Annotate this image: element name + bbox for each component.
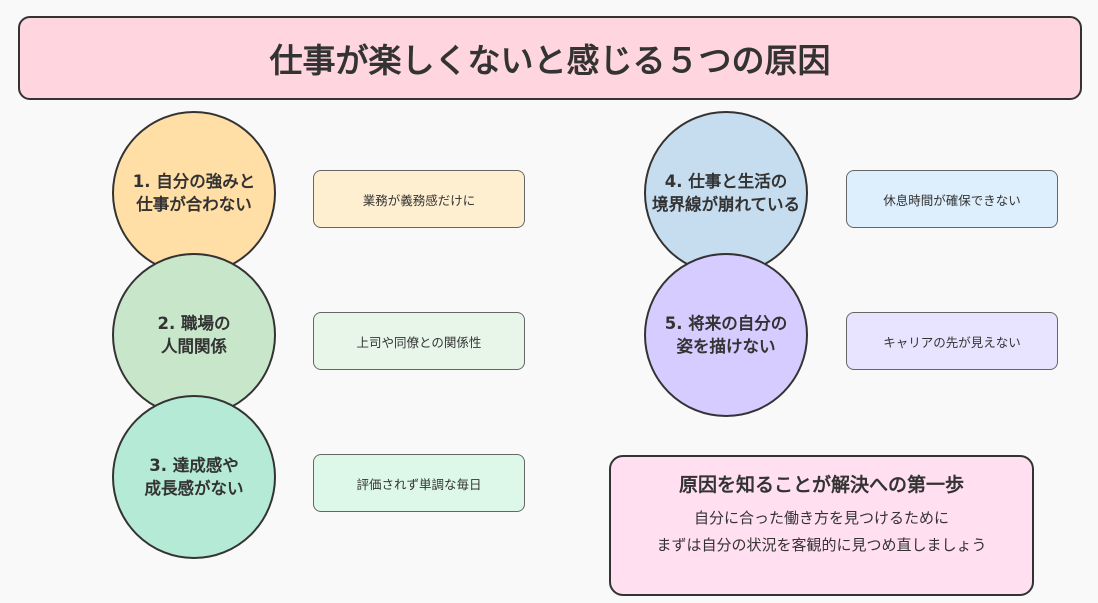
cause-circle-1: 1. 自分の強みと 仕事が合わない (112, 111, 276, 275)
cause-detail-1: 業務が義務感だけに (313, 170, 525, 228)
cause-detail-4: 休息時間が確保できない (846, 170, 1058, 228)
cause-circle-2: 2. 職場の 人間関係 (112, 253, 276, 417)
cause-detail-3: 評価されず単調な毎日 (313, 454, 525, 512)
summary-line-2: まずは自分の状況を客観的に見つめ直しましょう (656, 536, 987, 554)
cause-circle-5: 5. 将来の自分の 姿を描けない (644, 253, 808, 417)
cause-circle-3: 3. 達成感や 成長感がない (112, 395, 276, 559)
page-title: 仕事が楽しくないと感じる５つの原因 (18, 16, 1082, 100)
summary-heading: 原因を知ることが解決への第一歩 (678, 474, 964, 496)
cause-detail-5: キャリアの先が見えない (846, 312, 1058, 370)
summary-line-1: 自分に合った働き方を見つけるために (693, 509, 949, 527)
summary-box: 原因を知ることが解決への第一歩 自分に合った働き方を見つけるために まずは自分の… (609, 455, 1034, 596)
cause-circle-4: 4. 仕事と生活の 境界線が崩れている (644, 111, 808, 275)
cause-detail-2: 上司や同僚との関係性 (313, 312, 525, 370)
